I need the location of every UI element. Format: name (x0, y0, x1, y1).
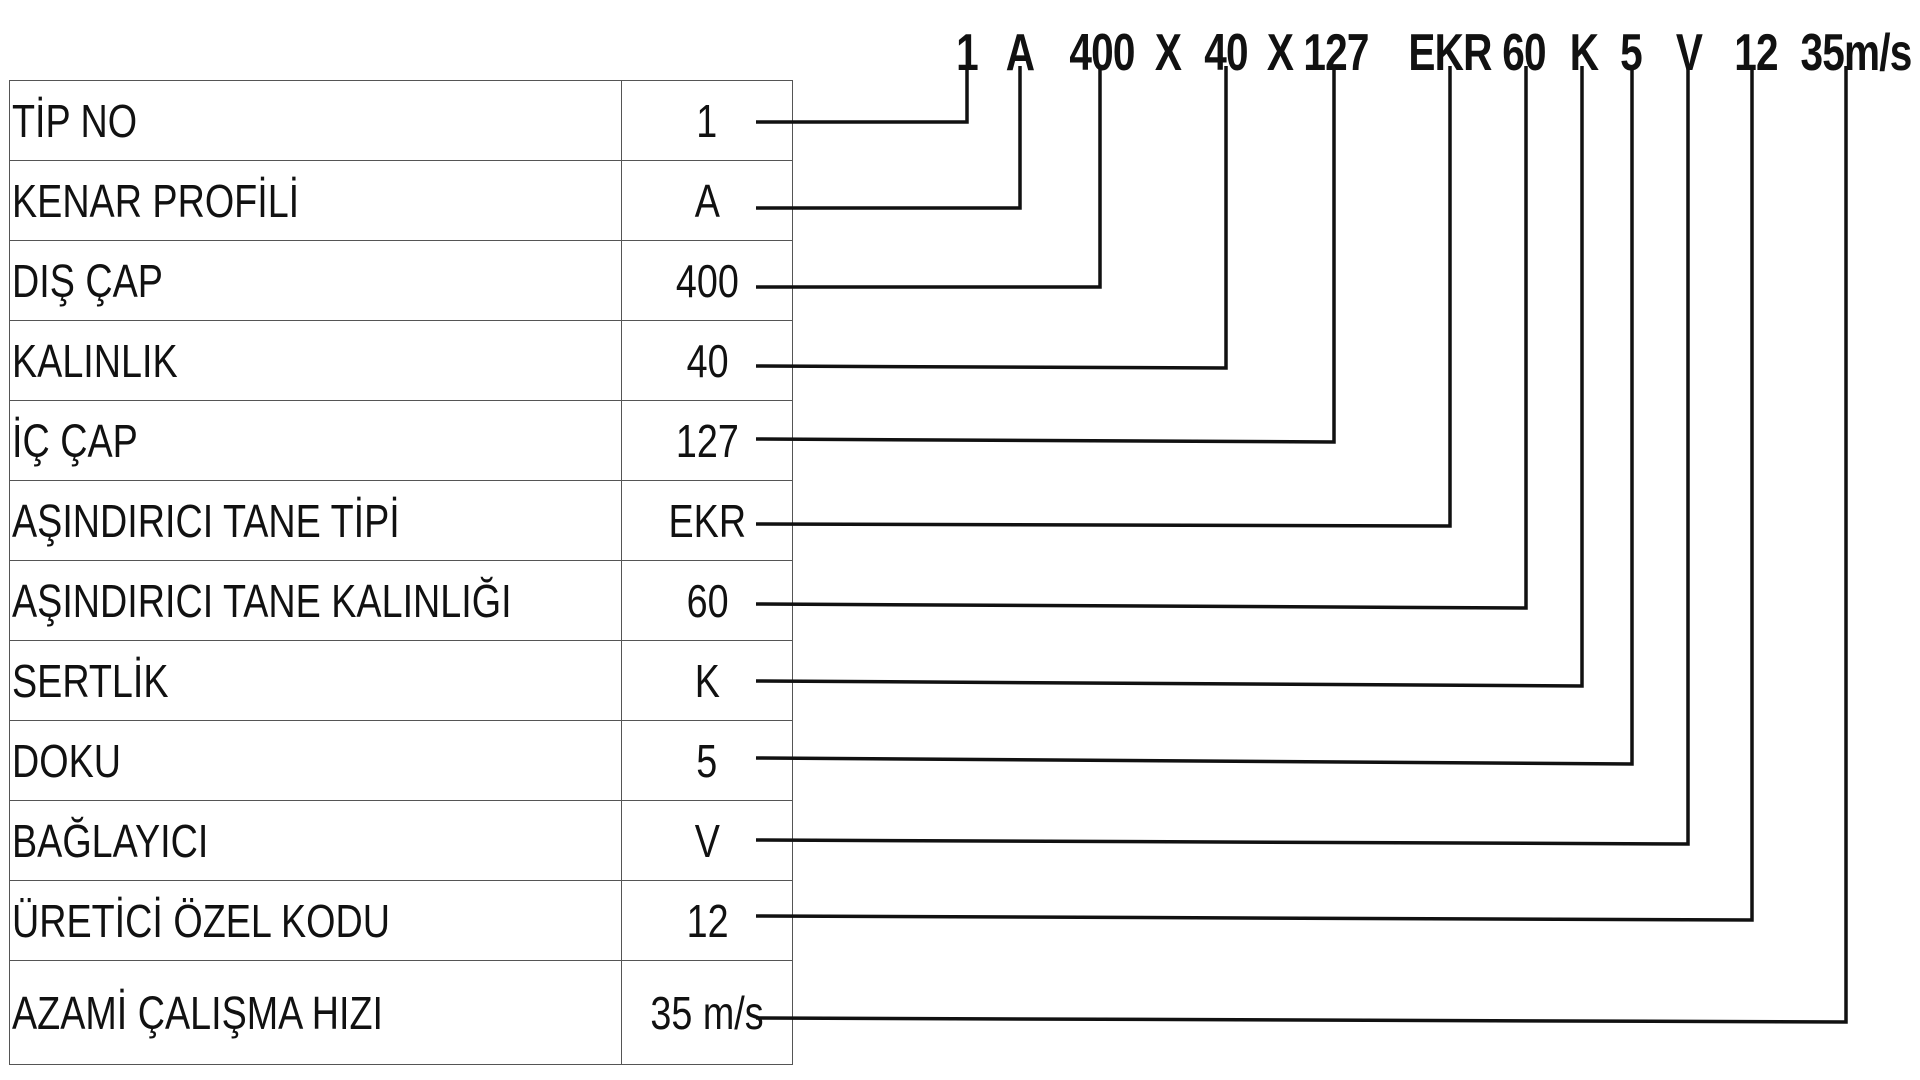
connector-line-inner-diameter (755, 66, 1336, 444)
connector-line-manufacturer-code (755, 66, 1754, 922)
connector-line-bond (755, 66, 1690, 846)
connector-line-max-speed (755, 66, 1848, 1024)
row-value: V (621, 800, 794, 881)
connector-line-outer-diameter (756, 66, 1102, 289)
code-part-structure: 5 (1620, 24, 1643, 82)
row-value: 12 (621, 880, 794, 961)
table-row: SERTLİK K (8, 640, 794, 721)
table-row: ÜRETİCİ ÖZEL KODU 12 (8, 880, 794, 961)
row-label: İÇ ÇAP (8, 400, 623, 481)
row-label: TİP NO (8, 80, 623, 161)
row-value: 60 (621, 560, 794, 641)
row-value: A (621, 160, 794, 241)
row-value: 400 (621, 240, 794, 321)
table-row: KENAR PROFİLİ A (8, 160, 794, 241)
code-part-max-speed: 35m/s (1800, 24, 1912, 82)
connector-line-thickness (755, 66, 1228, 370)
spec-table: TİP NO 1 KENAR PROFİLİ A DIŞ ÇAP 400 KAL… (8, 80, 794, 1065)
code-part-thickness: 40 (1204, 24, 1248, 82)
connector-line-grain-size (755, 66, 1528, 610)
row-value: 127 (621, 400, 794, 481)
table-row: DIŞ ÇAP 400 (8, 240, 794, 321)
row-label: BAĞLAYICI (8, 800, 623, 881)
table-row: TİP NO 1 (8, 80, 794, 161)
row-value: 35 m/s (621, 960, 794, 1065)
row-label: DIŞ ÇAP (8, 240, 623, 321)
table-row: İÇ ÇAP 127 (8, 400, 794, 481)
row-label: AŞINDIRICI TANE TİPİ (8, 480, 623, 561)
code-part-type-no: 1 (956, 24, 979, 82)
row-label: ÜRETİCİ ÖZEL KODU (8, 880, 623, 961)
row-value: 5 (621, 720, 794, 801)
code-part-inner-diameter: 127 (1303, 24, 1369, 82)
code-part-outer-diameter: 400 (1069, 24, 1135, 82)
row-value: 1 (621, 80, 794, 161)
table-row: BAĞLAYICI V (8, 800, 794, 881)
code-part-grain-type: EKR (1408, 24, 1492, 82)
code-part-hardness: K (1569, 24, 1599, 82)
table-row: AŞINDIRICI TANE KALINLIĞI 60 (8, 560, 794, 641)
row-value: EKR (621, 480, 794, 561)
code-part-manufacturer-code: 12 (1734, 24, 1778, 82)
row-label: DOKU (8, 720, 623, 801)
code-part-separator-2: X (1266, 24, 1294, 82)
code-part-separator-1: X (1154, 24, 1182, 82)
designation-code: 1 A 400 X 40 X 127 EKR 60 K 5 V 12 35m/s (0, 18, 1920, 88)
table-row: AŞINDIRICI TANE TİPİ EKR (8, 480, 794, 561)
connector-line-grain-type (755, 66, 1452, 528)
table-row: AZAMİ ÇALIŞMA HIZI 35 m/s (8, 960, 794, 1065)
row-value: K (621, 640, 794, 721)
code-part-bond: V (1675, 24, 1703, 82)
code-part-grain-size: 60 (1502, 24, 1546, 82)
table-row: DOKU 5 (8, 720, 794, 801)
row-label: AZAMİ ÇALIŞMA HIZI (8, 960, 623, 1065)
row-label: SERTLİK (8, 640, 623, 721)
row-label: KALINLIK (8, 320, 623, 401)
row-value: 40 (621, 320, 794, 401)
row-label: KENAR PROFİLİ (8, 160, 623, 241)
row-label: AŞINDIRICI TANE KALINLIĞI (8, 560, 623, 641)
code-part-edge-profile: A (1005, 24, 1035, 82)
table-row: KALINLIK 40 (8, 320, 794, 401)
connector-line-hardness (755, 66, 1584, 688)
connector-line-structure (755, 66, 1634, 766)
